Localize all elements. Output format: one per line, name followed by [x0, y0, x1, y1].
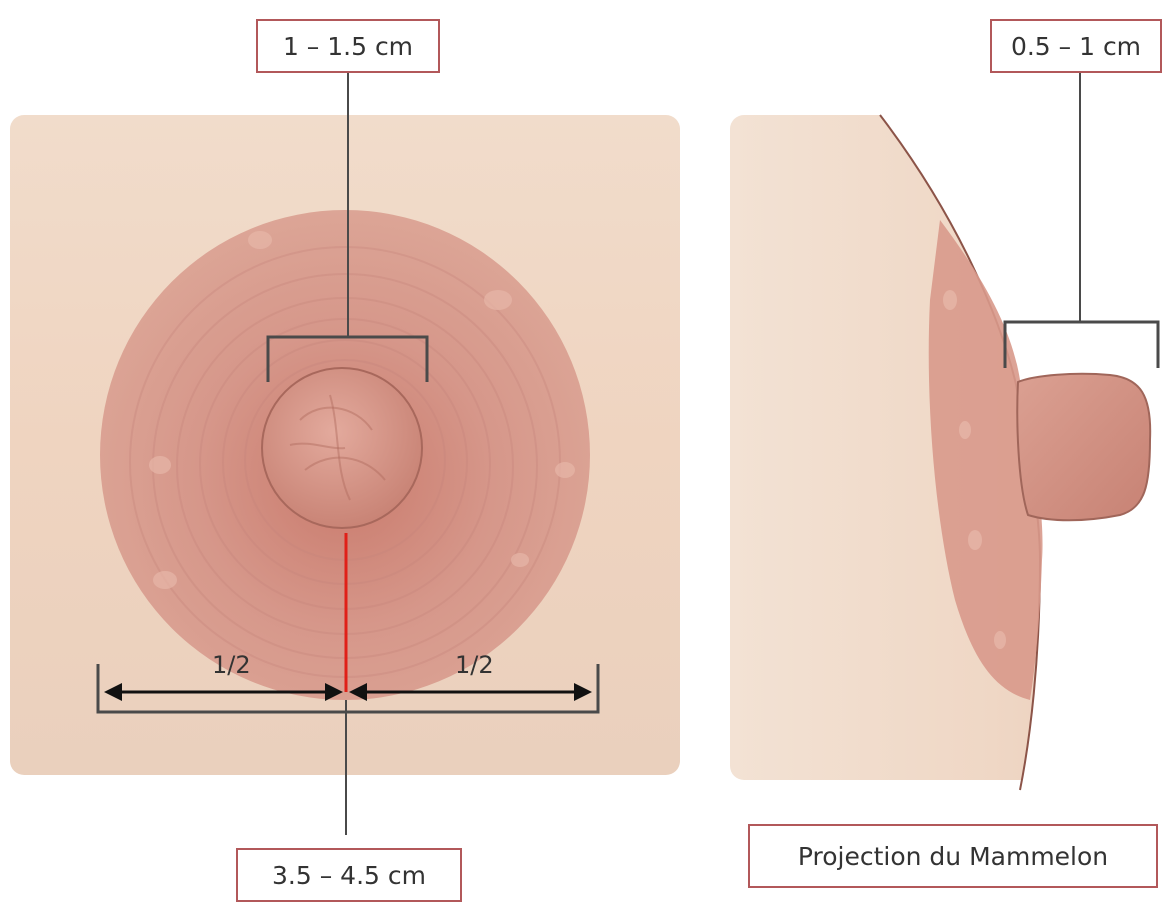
right-half-label: 1/2: [455, 653, 494, 677]
side-nipple: [1017, 374, 1150, 520]
projection-caption: Projection du Mammelon: [748, 824, 1158, 888]
side-view-panel: [730, 73, 1168, 790]
areola-diameter-label: 3.5 – 4.5 cm: [236, 848, 462, 902]
nipple-projection-label: 0.5 – 1 cm: [990, 19, 1162, 73]
left-half-label: 1/2: [212, 653, 251, 677]
front-view-panel: [10, 73, 680, 835]
nipple-width-label: 1 – 1.5 cm: [256, 19, 440, 73]
